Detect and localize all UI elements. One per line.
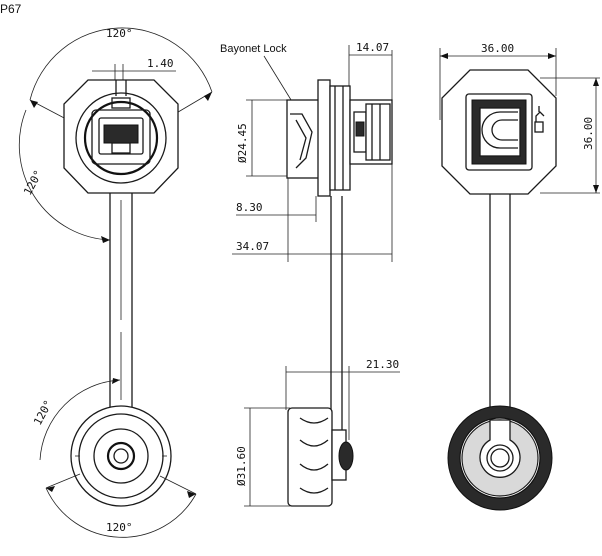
front-cap-outer (70, 405, 172, 507)
cap-angle-bottom-label: 120° (106, 521, 133, 534)
side-flange-label: 14.07 (356, 41, 389, 54)
side-diameter-label: Ø24.45 (236, 123, 249, 163)
side-length-label: 34.07 (236, 240, 269, 253)
front-width-label: 1.40 (147, 57, 174, 70)
cap-angle-arc-left (39, 379, 121, 461)
side-flange-plate (317, 79, 331, 197)
cap-angle-left-label: 120° (31, 398, 55, 428)
front-angle-arc-left (18, 109, 111, 241)
front-view: 120° 1.40 120° 120° (18, 27, 213, 538)
cap-diameter-label: Ø31.60 (235, 446, 248, 486)
front-angle-top-label: 120° (106, 27, 133, 40)
side-offset-label: 8.30 (236, 201, 263, 214)
cap-depth-label: 21.30 (366, 358, 399, 371)
header-fragment: P67 (0, 2, 22, 16)
back-height-label: 36.00 (582, 117, 595, 150)
back-view: 36.00 36.00 (439, 42, 600, 511)
back-knurled-cap (447, 405, 553, 511)
bayonet-body (286, 99, 322, 179)
bayonet-lock-callout: Bayonet Lock (220, 43, 287, 55)
front-angle-left-label: 120° (21, 168, 45, 198)
side-view: Bayonet Lock 14.07 Ø24.45 8.30 (220, 41, 400, 507)
cap-angle-arc-bottom (45, 487, 197, 538)
front-angle-arc-top (29, 27, 213, 101)
back-width-label: 36.00 (481, 42, 514, 55)
